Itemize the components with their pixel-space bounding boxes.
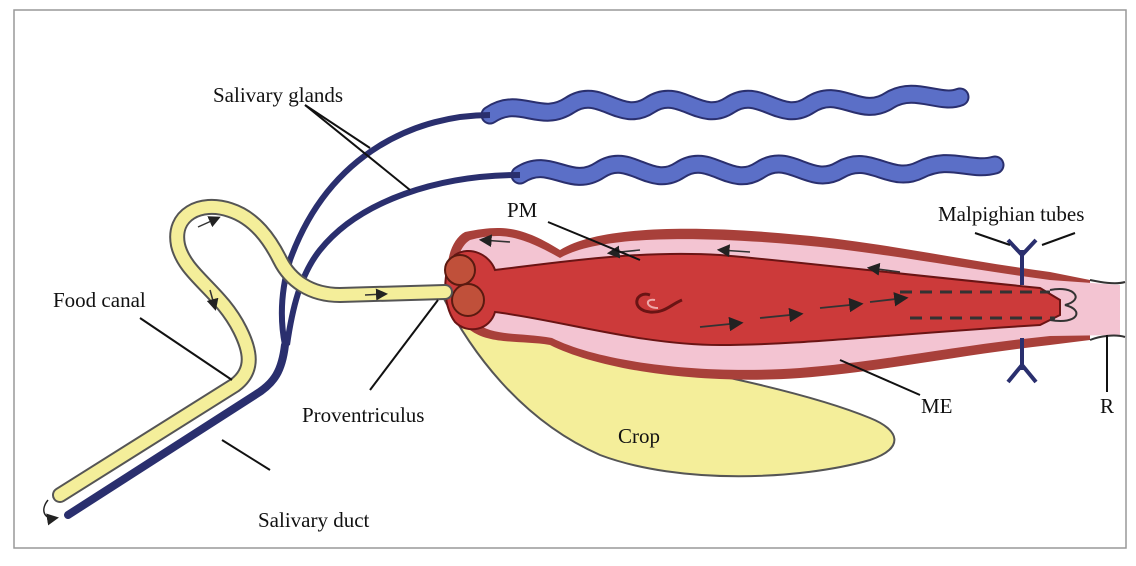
- label-proventriculus: Proventriculus: [302, 403, 424, 427]
- label-me: ME: [921, 394, 953, 418]
- label-pm: PM: [507, 198, 538, 222]
- label-malpighian-tubes: Malpighian tubes: [938, 202, 1084, 226]
- label-food-canal: Food canal: [53, 288, 146, 312]
- label-r: R: [1100, 394, 1114, 418]
- label-salivary-glands: Salivary glands: [213, 83, 343, 107]
- label-salivary-duct: Salivary duct: [258, 508, 370, 532]
- label-crop: Crop: [618, 424, 660, 448]
